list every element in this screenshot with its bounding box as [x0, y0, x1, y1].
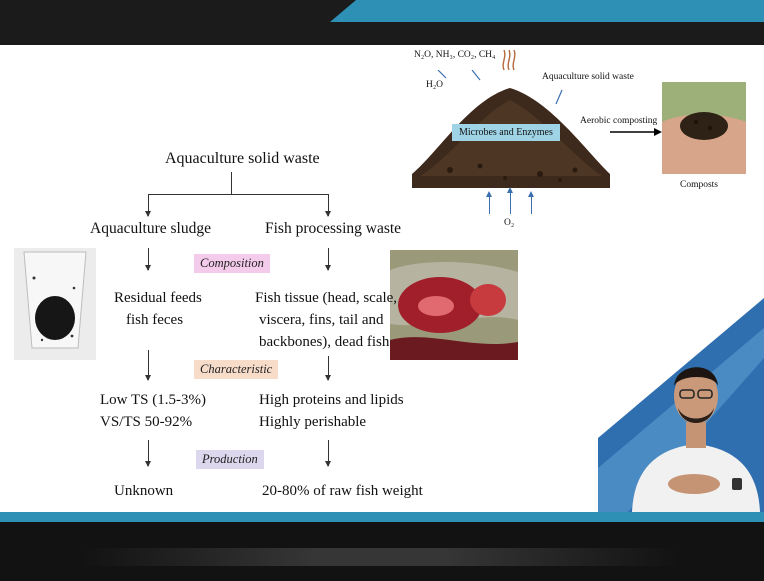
oxygen-arrow-2	[510, 192, 511, 214]
right-heading: Fish processing waste	[265, 220, 401, 238]
left-composition-line-2: fish feces	[126, 309, 183, 331]
left-heading: Aquaculture sludge	[90, 220, 211, 238]
process-arrow	[610, 127, 662, 137]
left-production-arrow	[148, 440, 149, 466]
left-composition-arrow	[148, 248, 149, 270]
fish-waste-image	[390, 250, 518, 360]
tree-branch	[148, 194, 329, 195]
right-composition-arrow	[328, 248, 329, 270]
right-composition-line-2: viscera, fins, tail and	[259, 309, 384, 331]
left-branch-arrow	[148, 194, 149, 216]
left-characteristic-line-2: VS/TS 50-92%	[100, 411, 192, 433]
process-label: Aerobic composting	[580, 116, 657, 126]
bottom-accent-band	[0, 512, 764, 522]
oxygen-arrow-3	[531, 196, 532, 214]
right-production-arrow	[328, 440, 329, 466]
microbes-box: Microbes and Enzymes	[452, 124, 560, 141]
oxygen-arrow-1	[489, 196, 490, 214]
sludge-cup-image	[14, 248, 96, 360]
right-production-value: 20-80% of raw fish weight	[262, 480, 423, 502]
characteristic-tag: Characteristic	[194, 360, 278, 379]
right-characteristic-line-1: High proteins and lipids	[259, 389, 404, 411]
production-tag: Production	[196, 450, 264, 469]
oxygen-label: O₂	[504, 218, 514, 228]
right-characteristic-arrow	[328, 356, 329, 380]
right-composition-line-1: Fish tissue (head, scale,	[255, 287, 397, 309]
right-composition-line-3: backbones), dead fish	[259, 331, 389, 353]
right-characteristic-line-2: Highly perishable	[259, 411, 366, 433]
right-branch-arrow	[328, 194, 329, 216]
diagram-title: Aquaculture solid waste	[165, 150, 320, 168]
composition-tag: Composition	[194, 254, 270, 273]
rising-gas-icon	[500, 48, 520, 70]
bottom-sheen	[80, 548, 680, 566]
left-composition-line-1: Residual feeds	[114, 287, 202, 309]
presenter-video	[598, 298, 764, 512]
compost-hands-image	[662, 82, 746, 174]
gases-label: N₂O, NH₃, CO₂, CH₄	[414, 50, 495, 60]
tree-stem	[231, 172, 232, 194]
left-characteristic-line-1: Low TS (1.5-3%)	[100, 389, 206, 411]
left-characteristic-arrow	[148, 350, 149, 380]
product-label: Composts	[680, 180, 718, 190]
top-accent-band	[330, 0, 764, 22]
left-production-value: Unknown	[114, 480, 173, 502]
